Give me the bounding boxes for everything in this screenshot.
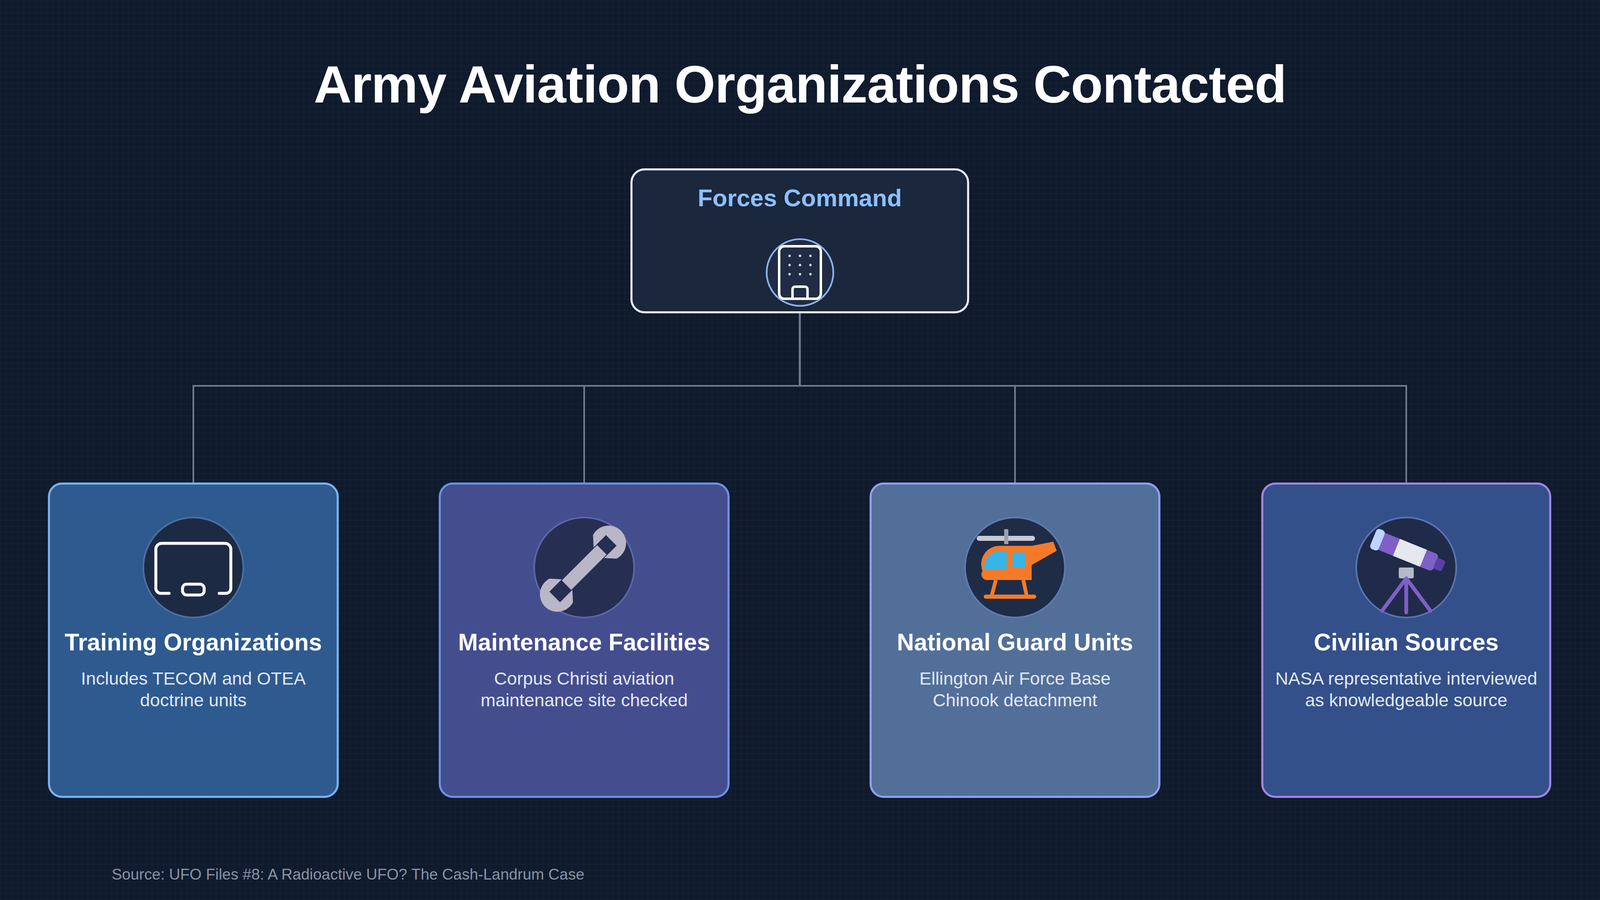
connector-line <box>193 313 800 483</box>
unit-card: Training OrganizationsIncludes TECOM and… <box>47 482 339 798</box>
node-heading: National Guard Units <box>871 628 1159 656</box>
diagram-title: Army Aviation Organizations Contacted <box>0 54 1600 115</box>
connector-line <box>584 313 800 483</box>
node-heading: Forces Command <box>632 183 968 212</box>
unit-card: Maintenance FacilitiesCorpus Christi avi… <box>438 482 730 798</box>
node-heading: Maintenance Facilities <box>440 628 728 656</box>
node-description: Ellington Air Force Base Chinook detachm… <box>910 667 1120 711</box>
command-box: Forces Command <box>630 168 970 314</box>
unit-card: Civilian SourcesNASA representative inte… <box>1261 482 1552 798</box>
node-description: Includes TECOM and OTEA doctrine units <box>68 667 319 711</box>
connector-line <box>800 313 1407 483</box>
connector-line <box>800 313 1016 483</box>
node-description: NASA representative interviewed as knowl… <box>1266 667 1546 711</box>
node-description: Corpus Christi aviation maintenance site… <box>475 667 693 711</box>
node-heading: Civilian Sources <box>1263 628 1550 656</box>
source-caption: Source: UFO Files #8: A Radioactive UFO?… <box>111 865 585 884</box>
node-heading: Training Organizations <box>50 628 337 656</box>
unit-card: National Guard UnitsEllington Air Force … <box>869 482 1161 798</box>
